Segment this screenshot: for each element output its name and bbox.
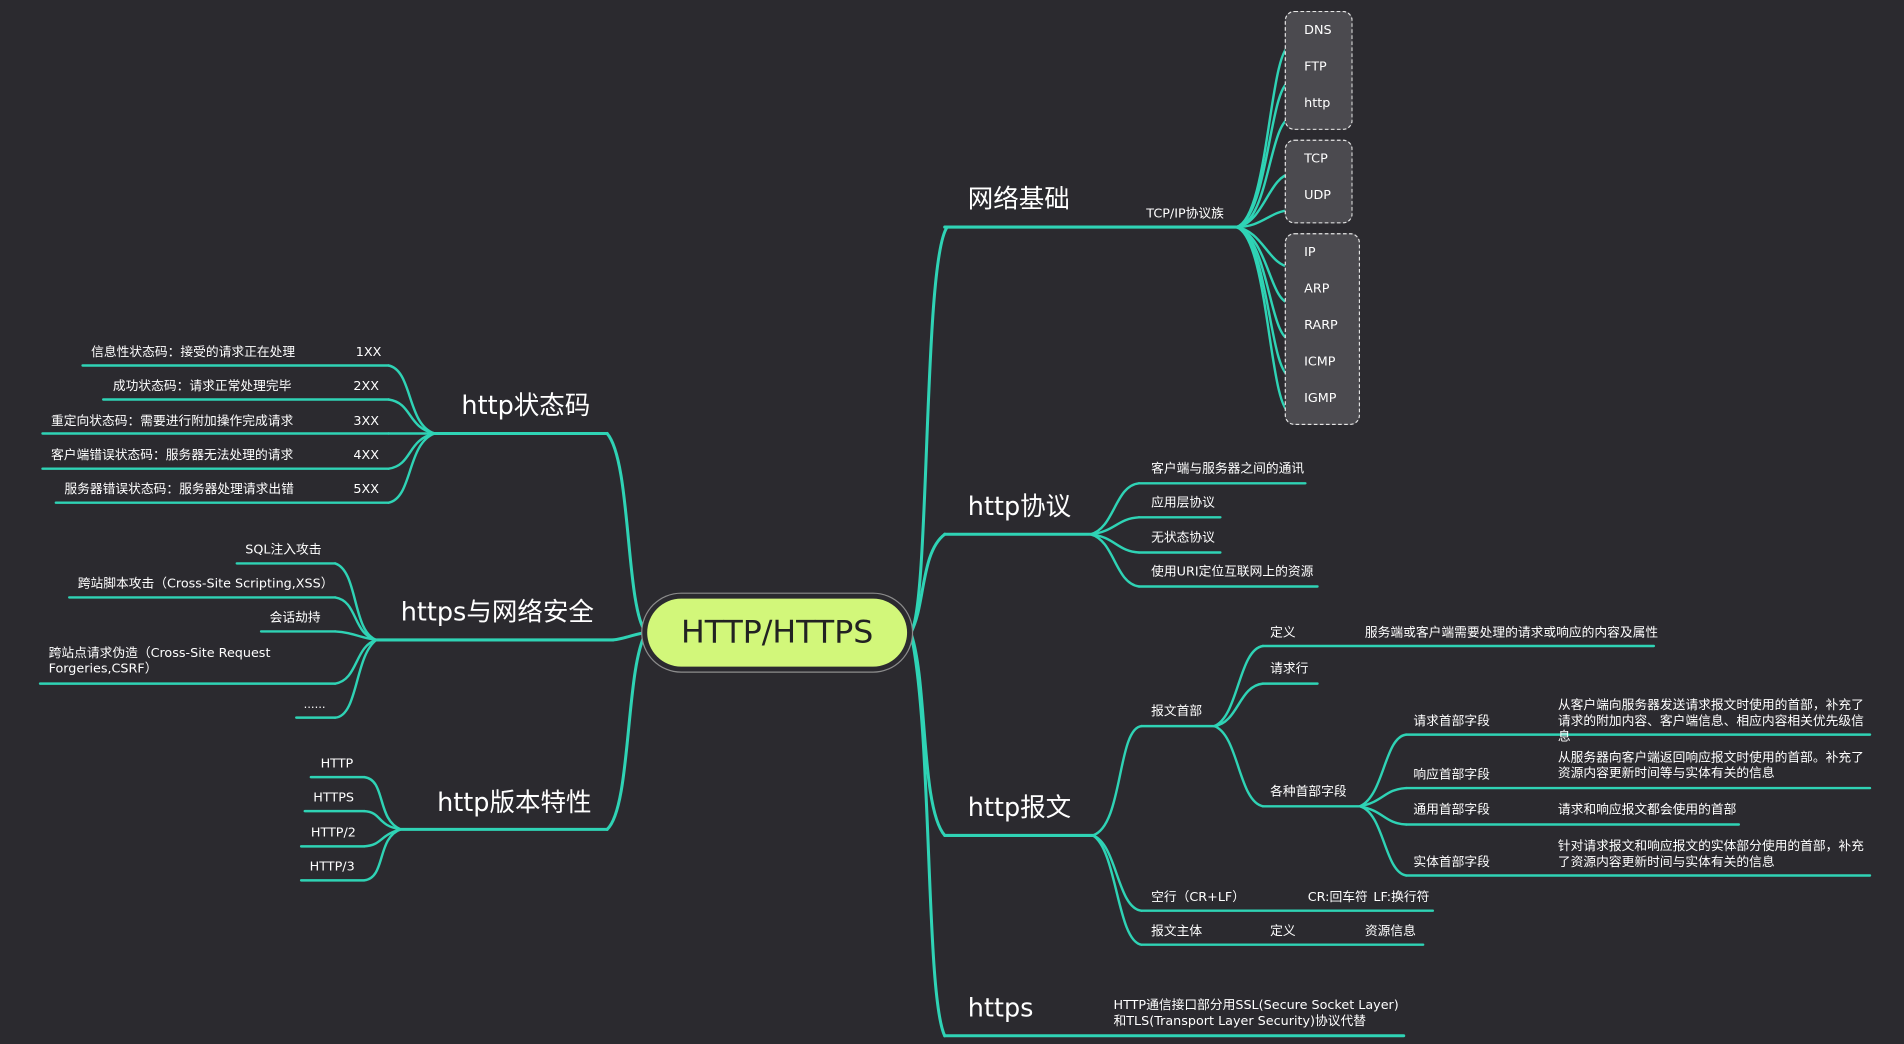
dns-node[interactable]: DNS bbox=[1304, 23, 1332, 38]
network-layer-group bbox=[1284, 233, 1360, 425]
status-desc-5xx: 服务器错误状态码：服务器处理请求出错 bbox=[64, 482, 294, 497]
status-code-1xx[interactable]: 1XX bbox=[355, 344, 382, 360]
resource-info-node[interactable]: 资源信息 bbox=[1364, 924, 1416, 939]
protocol-item[interactable]: 无状态协议 bbox=[1151, 530, 1215, 546]
request-header-desc: 从客户端向服务器发送请求报文时使用的首部，补充了请求的附加内容、客户端信息、相应… bbox=[1557, 698, 1864, 745]
topic-http-message[interactable]: http报文 bbox=[967, 792, 1072, 823]
topic-versions[interactable]: http版本特性 bbox=[437, 788, 592, 818]
header-fields-node[interactable]: 各种首部字段 bbox=[1270, 784, 1347, 799]
igmp-node[interactable]: IGMP bbox=[1304, 390, 1337, 406]
status-code-2xx[interactable]: 2XX bbox=[353, 378, 379, 394]
security-item-more[interactable]: ...... bbox=[303, 698, 326, 712]
security-item-xss[interactable]: 跨站脚本攻击（Cross-Site Scripting,XSS） bbox=[77, 576, 334, 592]
blank-line-node[interactable]: 空行（CR+LF） bbox=[1151, 890, 1246, 905]
response-header-desc: 从服务器向客户端返回响应报文时使用的首部。补充了资源内容更新时间等与实体有关的信… bbox=[1557, 750, 1864, 781]
protocol-item[interactable]: 应用层协议 bbox=[1151, 495, 1215, 510]
request-line-node[interactable]: 请求行 bbox=[1270, 661, 1309, 677]
response-header-node[interactable]: 响应首部字段 bbox=[1413, 767, 1490, 782]
tcpip-suite-node[interactable]: TCP/IP协议族 bbox=[1146, 206, 1224, 221]
topic-https[interactable]: https bbox=[967, 993, 1034, 1023]
topic-network-basics[interactable]: 网络基础 bbox=[967, 184, 1070, 214]
protocol-item[interactable]: 客户端与服务器之间的通讯 bbox=[1151, 461, 1305, 476]
message-header-node[interactable]: 报文首部 bbox=[1151, 704, 1203, 719]
version-item[interactable]: HTTP/3 bbox=[309, 859, 355, 875]
transport-layer-group bbox=[1284, 139, 1353, 224]
http-node[interactable]: http bbox=[1304, 95, 1331, 111]
topic-security[interactable]: https与网络安全 bbox=[400, 597, 594, 627]
message-body-node[interactable]: 报文主体 bbox=[1151, 924, 1203, 939]
general-header-desc: 请求和响应报文都会使用的首部 bbox=[1557, 802, 1737, 818]
topic-http-protocol[interactable]: http协议 bbox=[967, 491, 1072, 521]
lf-node[interactable]: LF:换行符 bbox=[1373, 890, 1430, 905]
status-code-5xx[interactable]: 5XX bbox=[353, 482, 379, 497]
security-item-sql[interactable]: SQL注入攻击 bbox=[245, 542, 322, 558]
body-definition-node[interactable]: 定义 bbox=[1270, 924, 1296, 939]
protocol-item[interactable]: 使用URI定位互联网上的资源 bbox=[1151, 564, 1314, 580]
topic-status-codes[interactable]: http状态码 bbox=[461, 390, 591, 421]
security-item-session[interactable]: 会话劫持 bbox=[269, 610, 321, 626]
security-item-csrf[interactable]: 跨站点请求伪造（Cross-Site Request Forgeries,CSR… bbox=[48, 645, 271, 677]
status-code-3xx[interactable]: 3XX bbox=[353, 414, 379, 429]
request-header-node[interactable]: 请求首部字段 bbox=[1413, 713, 1490, 729]
ip-node[interactable]: IP bbox=[1304, 245, 1316, 260]
definition-node[interactable]: 定义 bbox=[1270, 625, 1296, 640]
status-desc-3xx: 重定向状态码：需要进行附加操作完成请求 bbox=[50, 414, 294, 429]
cr-node[interactable]: CR:回车符 bbox=[1307, 890, 1368, 905]
tcp-node[interactable]: TCP bbox=[1304, 151, 1328, 167]
definition-text[interactable]: 服务端或客户端需要处理的请求或响应的内容及属性 bbox=[1364, 625, 1659, 640]
status-code-4xx[interactable]: 4XX bbox=[353, 448, 379, 463]
version-item[interactable]: HTTP/2 bbox=[310, 825, 356, 841]
arp-node[interactable]: ARP bbox=[1304, 281, 1330, 297]
status-desc-1xx: 信息性状态码：接受的请求正在处理 bbox=[91, 344, 296, 360]
root-node[interactable]: HTTP/HTTPS bbox=[647, 598, 908, 667]
status-desc-2xx: 成功状态码：请求正常处理完毕 bbox=[112, 378, 292, 394]
https-desc: HTTP通信接口部分用SSL(Secure Socket Layer) 和TLS… bbox=[1113, 998, 1399, 1029]
entity-header-desc: 针对请求报文和响应报文的实体部分使用的首部，补充了资源内容更新时间与实体有关的信… bbox=[1557, 839, 1864, 870]
entity-header-node[interactable]: 实体首部字段 bbox=[1413, 854, 1490, 870]
application-layer-group bbox=[1284, 10, 1353, 130]
ftp-node[interactable]: FTP bbox=[1304, 59, 1327, 75]
icmp-node[interactable]: ICMP bbox=[1304, 354, 1336, 370]
rarp-node[interactable]: RARP bbox=[1304, 318, 1338, 333]
general-header-node[interactable]: 通用首部字段 bbox=[1413, 802, 1490, 818]
version-item[interactable]: HTTPS bbox=[313, 790, 355, 806]
status-desc-4xx: 客户端错误状态码：服务器无法处理的请求 bbox=[50, 448, 294, 463]
version-item[interactable]: HTTP bbox=[320, 756, 354, 772]
udp-node[interactable]: UDP bbox=[1304, 188, 1331, 203]
